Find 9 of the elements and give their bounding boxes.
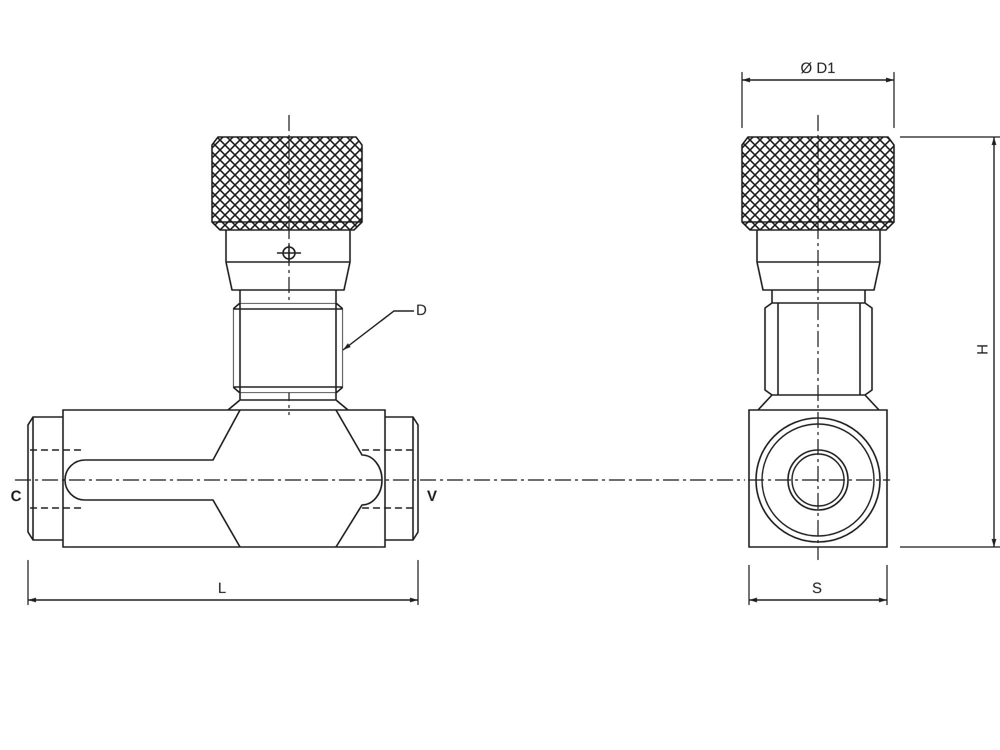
dimension-label: S — [812, 581, 822, 596]
part-label: D — [416, 302, 440, 320]
dimension-label: Ø D1 — [800, 61, 836, 76]
port-label: C — [10, 489, 22, 504]
thread-section — [233, 303, 343, 393]
dimension-label: L — [218, 581, 226, 596]
dimension-label: H — [976, 344, 990, 355]
port-label: V — [427, 489, 437, 504]
leader-line — [342, 310, 414, 351]
